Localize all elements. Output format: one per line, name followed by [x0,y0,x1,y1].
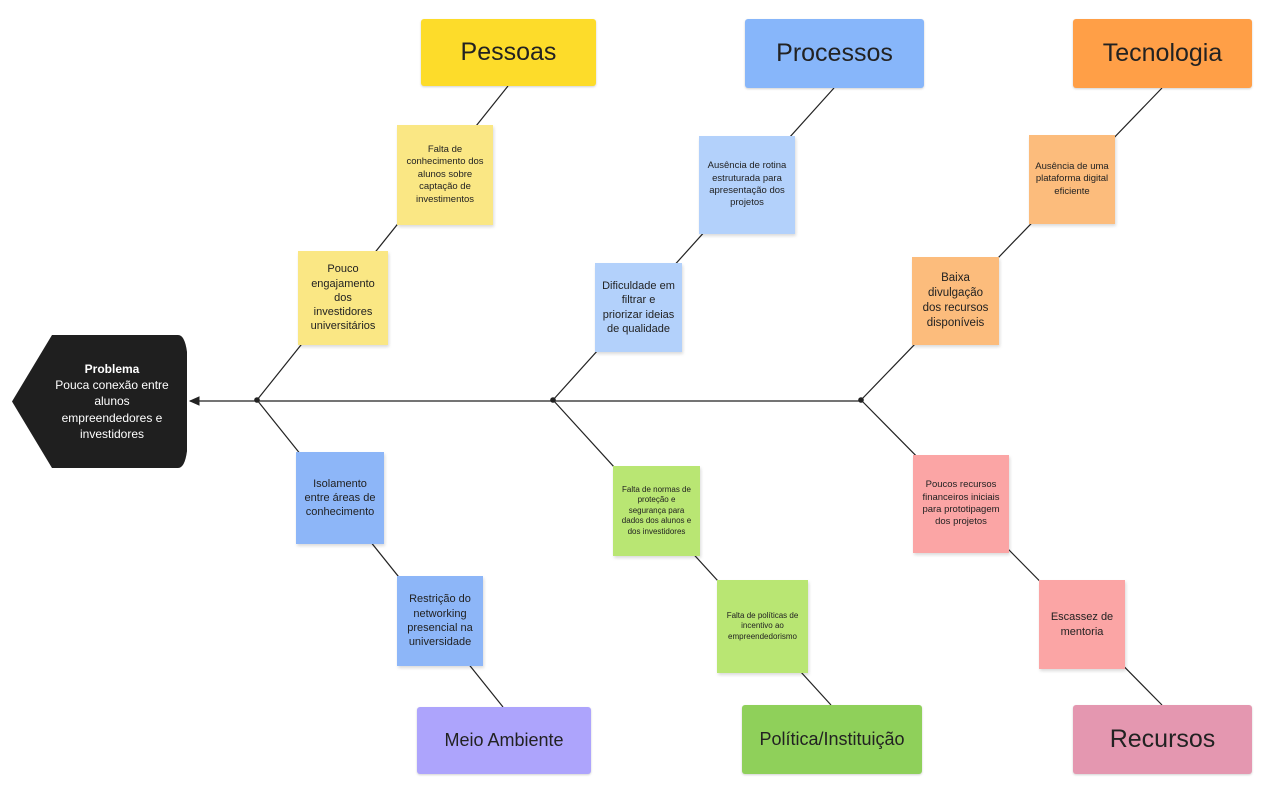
bone-tecnologia [860,87,1163,401]
category-meio-ambiente: Meio Ambiente [417,707,591,774]
sticky-note-pessoas-2: Pouco engajamento dos investidores unive… [298,251,388,345]
sticky-note-processos-2: Dificuldade em filtrar e priorizar ideia… [595,263,682,352]
problem-label: Problema Pouca conexão entre alunos empr… [52,335,172,468]
sticky-note-meio-ambiente-2: Restrição do networking presencial na un… [397,576,483,666]
problem-description: Pouca conexão entre alunos empreendedore… [55,378,169,441]
sticky-note-pessoas-1: Falta de conhecimento dos alunos sobre c… [397,125,493,225]
category-pessoas: Pessoas [421,19,596,86]
sticky-note-tecnologia-1: Ausência de uma plataforma digital efici… [1029,135,1115,224]
sticky-note-politica-1: Falta de normas de proteção e segurança … [613,466,700,556]
category-politica: Política/Instituição [742,705,922,774]
sticky-note-tecnologia-2: Baixa divulgação dos recursos disponívei… [912,257,999,345]
sticky-note-politica-2: Falta de políticas de incentivo ao empre… [717,580,808,673]
category-tecnologia: Tecnologia [1073,19,1252,88]
sticky-note-recursos-2: Escassez de mentoria [1039,580,1125,669]
problem-title: Problema [84,362,140,377]
junction-dot [858,397,864,403]
problem-head: Problema Pouca conexão entre alunos empr… [12,335,188,468]
sticky-note-processos-1: Ausência de rotina estruturada para apre… [699,136,795,234]
junction-dot [254,397,260,403]
category-processos: Processos [745,19,924,88]
category-recursos: Recursos [1073,705,1252,774]
sticky-note-meio-ambiente-1: Isolamento entre áreas de conhecimento [296,452,384,544]
sticky-note-recursos-1: Poucos recursos financeiros iniciais par… [913,455,1009,553]
bone-processos [552,87,835,401]
problem-shape [12,335,188,468]
junction-dot [550,397,556,403]
